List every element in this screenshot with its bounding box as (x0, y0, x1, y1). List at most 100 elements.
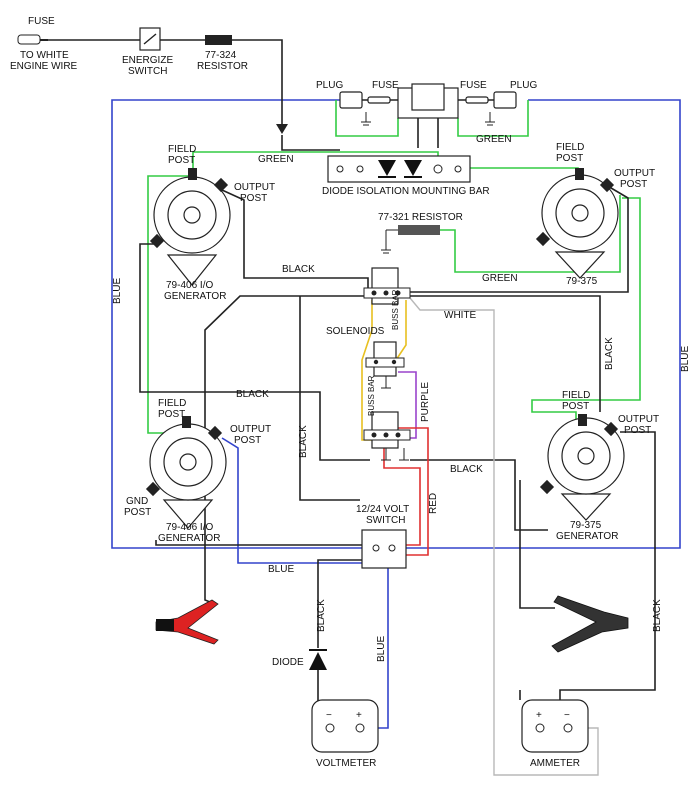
fuse-right-icon (465, 96, 489, 104)
wire-label-blue-vert: BLUE (376, 636, 387, 662)
plug-left-icon (339, 91, 363, 109)
green-field-wire-right (531, 197, 641, 420)
output-post-label: OUTPUT (614, 168, 655, 179)
wire-label-black-vert: BLACK (652, 599, 663, 632)
volt-switch-12-24: 12/24 VOLT SWITCH (356, 504, 409, 569)
resistor-324-label: 77-324 (205, 50, 237, 61)
wire-label-black: BLACK (236, 389, 269, 400)
voltmeter-label: VOLTMETER (316, 758, 376, 769)
field-post-label: FIELD (562, 390, 590, 401)
diode-icon (378, 160, 396, 176)
generator-79-406-top: FIELD POST OUTPUT POST 79-406 I/O GENERA… (149, 144, 275, 302)
diode-bar-label: DIODE ISOLATION MOUNTING BAR (322, 186, 490, 197)
plug-left-green-loop (335, 100, 399, 137)
fuse-assembly-top: FUSE TO WHITE ENGINE WIRE (10, 16, 78, 72)
fuse-holder-icon (17, 34, 41, 45)
output-post-label-2: POST (620, 179, 647, 190)
generator-name-label: GENERATOR (158, 533, 220, 544)
black-gnd-bottom (155, 540, 362, 546)
generator-name-label: GENERATOR (164, 291, 226, 302)
solenoids-label: SOLENOIDS (326, 326, 385, 337)
red-clamp-icon (155, 599, 219, 645)
fuse-chain-wire (48, 39, 283, 125)
volt-switch-label: 12/24 VOLT (356, 504, 409, 515)
output-post-icon (603, 421, 619, 437)
wire-label-blue-vert: BLUE (680, 346, 691, 372)
solenoids: SOLENOIDS BUSS BAR BUSS BAR (326, 267, 411, 461)
energize-label: ENERGIZE (122, 55, 173, 66)
voltmeter-minus: − (326, 710, 332, 721)
plug-right-label: PLUG (510, 80, 537, 91)
output-post-icon (207, 425, 223, 441)
field-post-label-2: POST (556, 153, 583, 164)
resistor-77-321: 77-321 RESISTOR GREEN (378, 212, 518, 284)
ground-icon (381, 376, 409, 461)
resistor-icon (398, 225, 440, 235)
wire-labels: BLACK WHITE BLACK BLACK BLUE BLACK BLACK… (112, 264, 691, 662)
wire-label-black: BLACK (282, 264, 315, 275)
field-post-label-2: POST (168, 155, 195, 166)
plug-right-green-loop (457, 100, 529, 137)
yellow-wire-left (361, 300, 373, 441)
voltmeter-body (311, 699, 379, 753)
output-post-icon (599, 177, 615, 193)
gnd-post-icon (539, 479, 555, 495)
volt-switch-name: SWITCH (366, 515, 405, 526)
black-clamp-right (519, 480, 555, 609)
resistor-77-324: 77-324 RESISTOR (197, 35, 248, 72)
blue-wire-voltmeter (221, 437, 389, 729)
green-lower-label: GREEN (482, 273, 518, 284)
generator-model-label: 79-406 I/O (166, 280, 213, 291)
gnd-post-label: GND (126, 496, 148, 507)
wire-label-white: WHITE (444, 310, 477, 321)
output-post-label-2: POST (240, 193, 267, 204)
output-post-label: OUTPUT (618, 414, 659, 425)
field-post-label-2: POST (562, 401, 589, 412)
wire-label-purple-vert: PURPLE (420, 382, 431, 422)
black-clamp-icon (551, 595, 629, 653)
ammeter-minus: − (564, 710, 570, 721)
engine-wire-label: ENGINE WIRE (10, 61, 78, 72)
field-post-label: FIELD (158, 398, 186, 409)
white-wire (409, 297, 599, 776)
output-post-label: OUTPUT (230, 424, 271, 435)
red-wire-1 (394, 427, 429, 556)
diode-lower: DIODE (272, 649, 327, 670)
field-post-label: FIELD (556, 142, 584, 153)
field-post-icon (188, 168, 197, 180)
wire-label-black: BLACK (450, 464, 483, 475)
green-resistor-wire (440, 195, 621, 273)
feed-to-bar-wire (281, 135, 340, 151)
gnd-post-icon (535, 231, 551, 247)
diode-icon (404, 160, 422, 176)
fuse-left-label: FUSE (372, 80, 399, 91)
black-bottom-gen (410, 459, 548, 531)
fuse-left-icon (367, 96, 391, 104)
plug-right-icon (493, 91, 517, 109)
resistor-321-label: 77-321 RESISTOR (378, 212, 463, 223)
ammeter-label: AMMETER (530, 758, 580, 769)
output-post-label-2: POST (234, 435, 261, 446)
field-post-icon (578, 414, 587, 426)
generator-79-406-bottom: FIELD POST OUTPUT POST GND POST 79-406 I… (124, 398, 271, 544)
field-post-icon (182, 416, 191, 428)
energize-switch: ENERGIZE SWITCH (122, 27, 173, 77)
black-right-vert (410, 295, 601, 412)
field-post-label: FIELD (168, 144, 196, 155)
fuse-right-label: FUSE (460, 80, 487, 91)
to-white-label: TO WHITE (20, 50, 69, 61)
ground-icon (361, 112, 495, 126)
gnd-post-label-2: POST (124, 507, 151, 518)
generator-model-label: 79-406 I/O (166, 522, 213, 533)
diode-label: DIODE (272, 657, 304, 668)
diode-isolation-bar: DIODE ISOLATION MOUNTING BAR GREEN (258, 154, 490, 197)
wire-label-black-vert: BLACK (298, 425, 309, 458)
gnd-post-icon (145, 481, 161, 497)
output-post-label: OUTPUT (234, 182, 275, 193)
yellow-wire-right (395, 300, 407, 361)
green-top-label: GREEN (476, 134, 512, 145)
diode-icon (309, 652, 327, 670)
black-clamp-left (204, 560, 211, 603)
field-post-icon (575, 168, 584, 180)
